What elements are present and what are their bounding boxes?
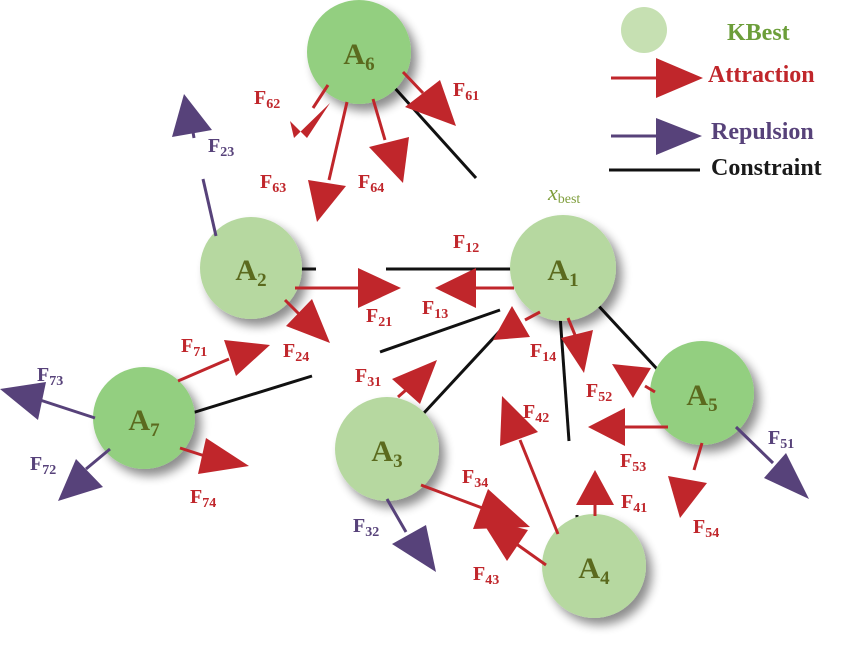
node-a3: A3: [335, 397, 439, 501]
arrow-f63: [308, 101, 349, 222]
legend-kbest-label: KBest: [727, 20, 790, 46]
svg-text:A5: A5: [686, 379, 717, 416]
arrow-f72: [58, 447, 111, 501]
node-a5: A5: [650, 341, 754, 445]
arrow-f52: [612, 364, 656, 398]
arrow-f32: [385, 498, 436, 572]
label-f71: F71: [181, 335, 207, 360]
label-f21: F21: [366, 305, 392, 330]
xbest-label: xbest: [547, 180, 580, 207]
arrow-f73: [0, 382, 96, 420]
label-f14: F14: [530, 340, 556, 365]
arrow-f34: [420, 483, 530, 529]
label-f63: F63: [260, 171, 286, 196]
constraint-a1-a4: [558, 314, 571, 442]
label-f51: F51: [768, 427, 794, 452]
svg-text:A2: A2: [235, 254, 266, 291]
label-f23: F23: [208, 135, 234, 160]
legend-kbest-swatch: [621, 7, 667, 53]
arrow-f31: [392, 360, 437, 404]
label-f42: F42: [523, 401, 549, 426]
label-f41: F41: [621, 491, 647, 516]
label-f64: F64: [358, 171, 384, 196]
arrow-f62: [290, 84, 330, 138]
arrow-f71: [177, 340, 270, 383]
label-f43: F43: [473, 563, 499, 588]
label-f13: F13: [422, 297, 448, 322]
label-f53: F53: [620, 450, 646, 475]
arrow-f12: [435, 268, 514, 308]
arrow-f61: [401, 70, 456, 126]
arrow-f42: [500, 396, 560, 535]
force-labels: F62 F63 F64 F61 F23 F12 F21 F13 F14 F24 …: [30, 79, 794, 588]
arrow-f53: [588, 408, 668, 446]
label-f24: F24: [283, 340, 309, 365]
arrow-f54: [668, 442, 707, 518]
svg-text:A7: A7: [128, 404, 160, 441]
node-a1: A1: [510, 215, 616, 321]
constraint-a7-a1: [191, 374, 313, 415]
node-a7: A7: [93, 367, 195, 469]
label-f32: F32: [353, 515, 379, 540]
arrow-f74: [179, 438, 249, 474]
svg-text:A3: A3: [371, 435, 402, 472]
label-f74: F74: [190, 486, 216, 511]
arrow-f13: [561, 317, 593, 373]
nodes: A6 A2 A1 A7 A3 A5 A4: [93, 0, 754, 618]
legend: KBest Attraction Repulsion Constraint: [609, 7, 822, 181]
label-f54: F54: [693, 516, 719, 541]
arrow-f51: [734, 425, 809, 499]
legend-attraction-label: Attraction: [708, 62, 815, 88]
arrow-f24: [283, 298, 330, 343]
constraint-a1-a5: [593, 300, 660, 372]
label-f61: F61: [453, 79, 479, 104]
constraint-a6-a1: [391, 84, 478, 180]
label-f52: F52: [586, 380, 612, 405]
legend-constraint-label: Constraint: [711, 155, 822, 181]
arrow-f64: [369, 98, 409, 183]
attraction-arrows: [177, 70, 707, 567]
legend-repulsion-arrow: [611, 118, 702, 155]
arrow-f23: [172, 94, 218, 237]
arrow-f43: [480, 518, 547, 567]
repulsion-arrows: [0, 94, 809, 572]
svg-text:A4: A4: [578, 552, 610, 589]
node-a6: A6: [307, 0, 411, 104]
constraint-a3-a1: [379, 308, 501, 354]
arrow-f21: [295, 268, 401, 308]
label-f62: F62: [254, 87, 280, 112]
legend-attraction-arrow: [611, 58, 703, 98]
legend-repulsion-label: Repulsion: [711, 119, 814, 145]
node-a2: A2: [200, 217, 302, 319]
svg-text:A6: A6: [343, 38, 374, 75]
label-f73: F73: [37, 364, 63, 389]
label-f31: F31: [355, 365, 381, 390]
svg-text:A1: A1: [547, 254, 578, 291]
arrow-f14: [493, 306, 541, 340]
label-f72: F72: [30, 453, 56, 478]
node-a4: A4: [542, 514, 646, 618]
label-f34: F34: [462, 466, 488, 491]
arrow-f41: [576, 470, 614, 516]
label-f12: F12: [453, 231, 479, 256]
